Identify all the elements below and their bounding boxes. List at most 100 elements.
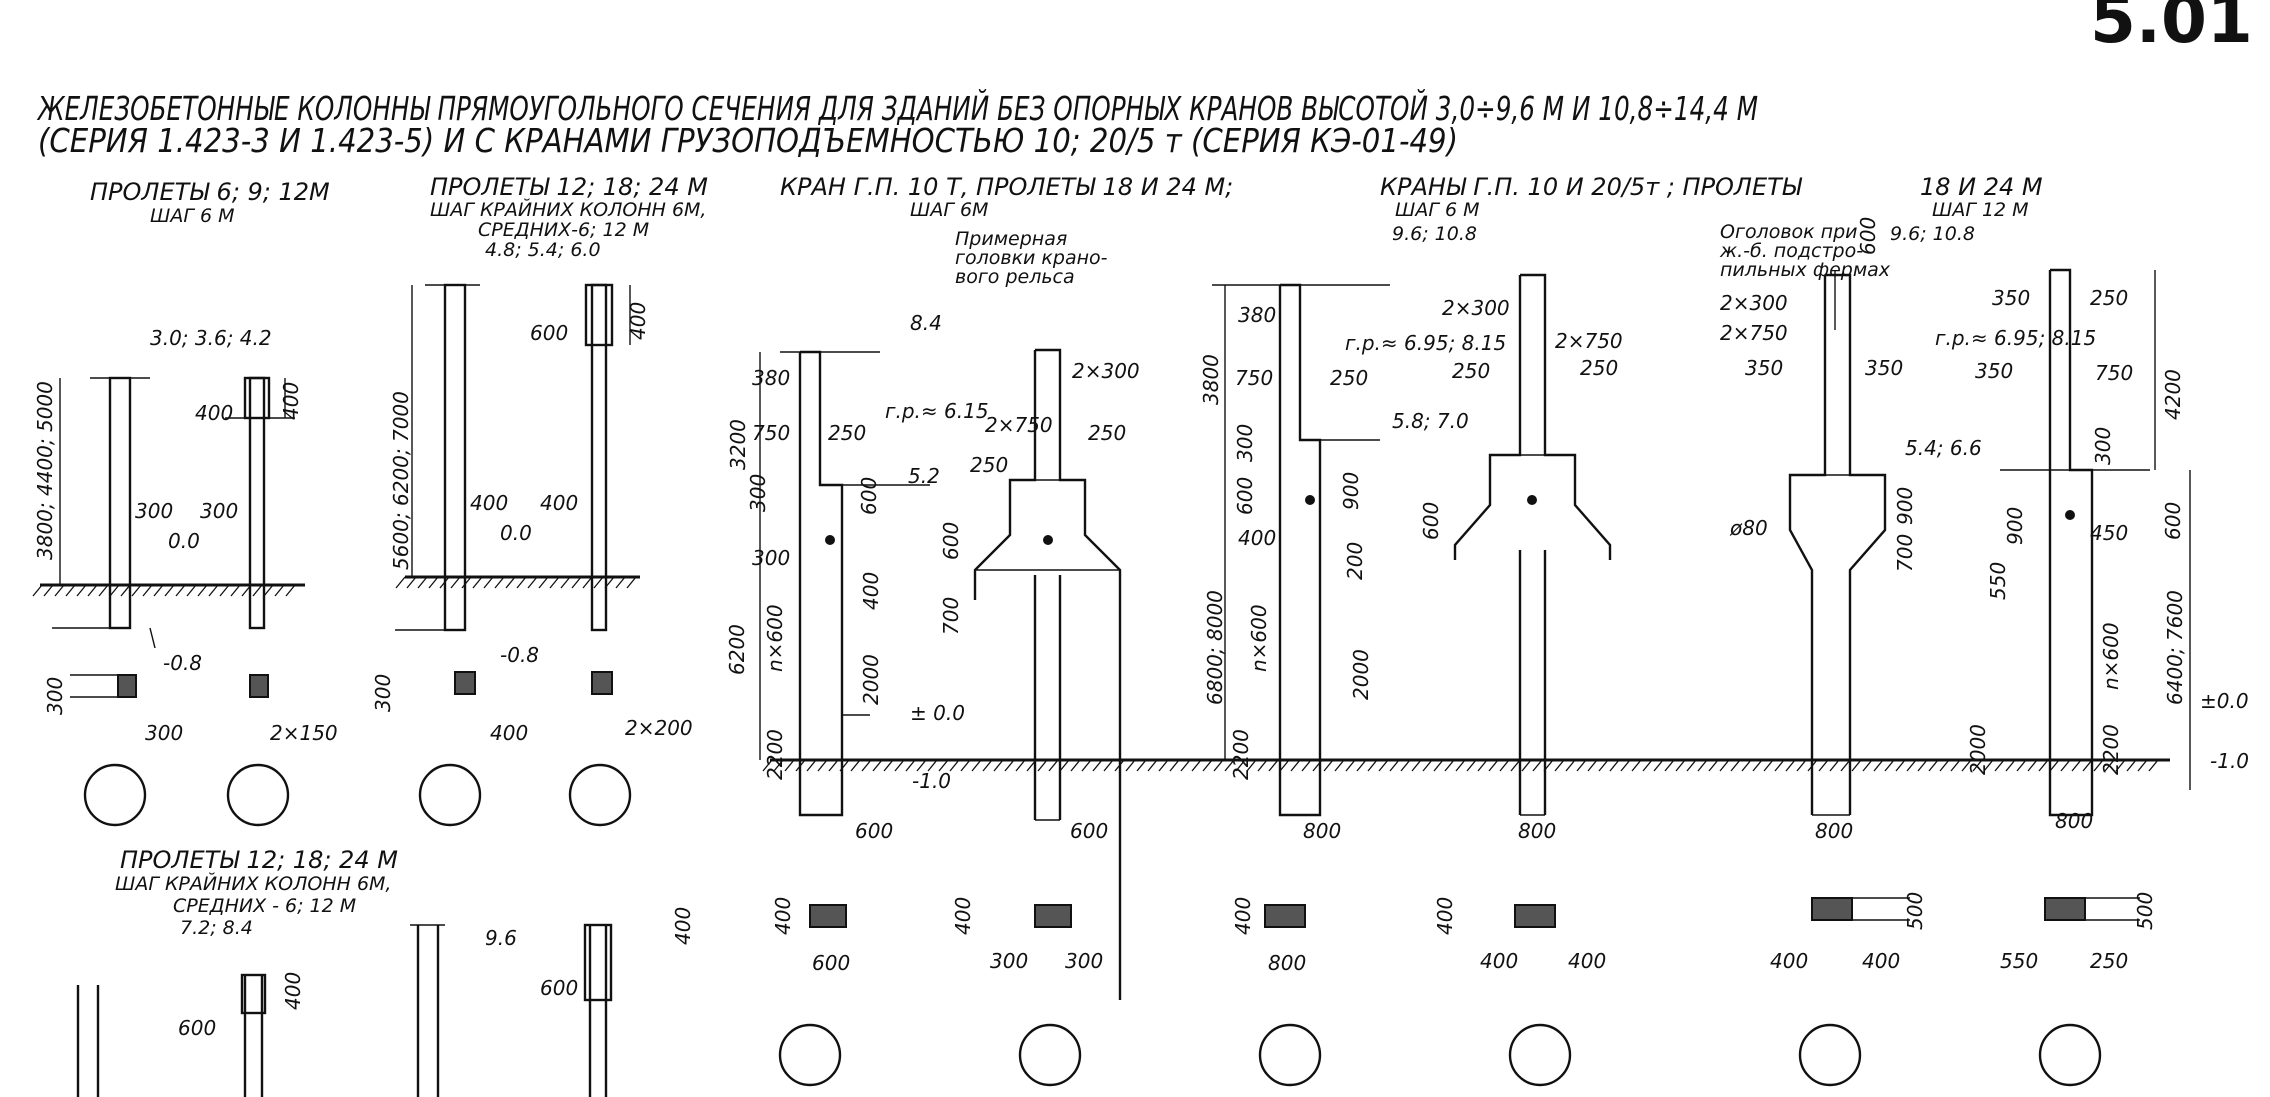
dim-k6-250: 250 [2090,286,2128,310]
dim-k6-pm: ±0.0 [2200,689,2249,713]
mark-circle-2 [226,763,290,827]
group3-note1: Примерная [955,228,1067,250]
dim-k6-300: 300 [2091,427,2115,465]
dim-k6-750: 750 [2095,361,2133,385]
dim-minus08b: -0.8 [500,643,539,667]
group5-note2: ж.-б. подстро- [1719,240,1863,262]
dim-k5-2x300: 2×300 [1720,291,1788,315]
title-line-1: ЖЕЛЕЗОБЕТОННЫЕ КОЛОННЫ ПРЯМОУГОЛЬНОГО СЕ… [37,88,1758,128]
dim-k2-sec-a: 300 [990,949,1028,973]
group2-sub2: СРЕДНИХ-6; 12 М [478,219,649,241]
dim-k5-2x750: 2×750 [1720,321,1788,345]
dim-k4-sec-b: 400 [1568,949,1606,973]
group4-title: КРАНЫ Г.П. 10 И 20/5т ; ПРОЛЕТЫ [1380,173,1803,201]
crane-column-1 [759,350,930,817]
dim-k3-nx600: n×600 [1247,604,1271,672]
dim-k4-sec-a: 400 [1480,949,1518,973]
dim-k2-600: 600 [939,522,963,560]
dim-k3-sec-w: 800 [1268,951,1306,975]
group5-sub: ШАГ 12 М [1932,199,2029,221]
group5-note3: пильных фермах [1720,259,1891,281]
dim-k3-6800: 6800; 8000 [1203,590,1227,705]
dim-k3-600: 600 [1233,477,1257,515]
dim-k6-2200: 2200 [2099,724,2123,775]
title-line-2: (СЕРИЯ 1.423-3 И 1.423-5) И С КРАНАМИ ГР… [38,121,1458,160]
dim-c4-cap: 400 [626,302,650,340]
mark-circle-3 [418,763,482,827]
dim-k4-250b: 250 [1580,356,1618,380]
dim-k3-bot: 800 [1303,819,1341,843]
dim-k1-400: 400 [859,572,883,610]
dim-b-600b: 600 [540,976,578,1000]
group5-elev: 9.6; 10.8 [1890,223,1975,245]
group1-title: ПРОЛЕТЫ 6; 9; 12М [90,178,330,206]
crane-column-5 [1788,270,1887,816]
sheet-number: 5.01 [2090,0,2253,58]
dim-k5-bot: 800 [1815,819,1853,843]
dim-b-600: 600 [178,1016,216,1040]
column-3 [395,283,480,632]
dim-k1-250: 250 [828,421,866,445]
dim-s300-v: 300 [43,677,67,715]
group5-title: 18 И 24 М [1920,173,2043,201]
column-4 [584,283,631,632]
dim-k6-nx600: n×600 [2099,622,2123,690]
dim-k3-250: 250 [1330,366,1368,390]
section-k6 [2044,897,2140,921]
dim-k3-2000: 2000 [1349,649,1373,700]
dim-s2x150: 2×150 [270,721,338,745]
dim-zero: 0.0 [168,529,200,553]
dim-k3-200: 200 [1343,542,1367,580]
mark-circle-7 [1258,1023,1322,1087]
dim-k3-750: 750 [1235,366,1273,390]
dim-k5-700: 700 [1893,534,1917,572]
dim-k5-phi: ø80 [1729,516,1768,540]
dim-k1-m10: -1.0 [912,769,951,793]
dim-k5-sec-b: 400 [1862,949,1900,973]
crane-column-3 [1212,283,1390,817]
dim-k4-2x750: 2×750 [1555,329,1623,353]
dim-k1-bot: 600 [855,819,893,843]
dim-k1-sec-w: 600 [812,951,850,975]
dim-k3-sec-h: 400 [1231,897,1255,935]
section-k1 [809,904,847,928]
dim-k2-2x300: 2×300 [1072,359,1140,383]
dim-k5-350b: 350 [1865,356,1903,380]
group5-note1: Оголовок при [1720,221,1858,243]
dim-k6-sec-b: 250 [2090,949,2128,973]
dim-k4-600: 600 [1419,502,1443,540]
mark-circle-6 [1018,1023,1082,1087]
dim-b-96: 9.6 [485,926,517,950]
mark-circle-9 [1798,1023,1862,1087]
section-k4 [1514,904,1556,928]
group3-sub: ШАГ 6М [910,199,988,221]
dim-k5-54: 5.4; 6.6 [1905,436,1982,460]
dim-s2x200: 2×200 [625,716,693,740]
dim-k6-6400: 6400; 7600 [2163,590,2187,705]
dim-c3-width: 400 [470,491,508,515]
dim-k6-600: 600 [2161,502,2185,540]
dim-c2-cap: 400 [279,382,303,420]
dim-k4-sec-h: 400 [1433,897,1457,935]
dim-k1-300b: 300 [752,546,790,570]
dim-k5-2000: 2000 [1966,724,1990,775]
mark-circle-5 [778,1023,842,1087]
dim-k5-900: 900 [1893,487,1917,525]
dim-k6-450: 450 [2090,521,2128,545]
dim-c1-top: 3.0; 3.6; 4.2 [150,326,272,350]
dim-k6-sec-a: 550 [2000,949,2038,973]
dim-c1-height: 3800; 4400; 5000 [33,381,57,560]
dim-k2-250b: 250 [1088,421,1126,445]
dim-k1-nx600: n×600 [763,604,787,672]
dim-k3-58: 5.8; 7.0 [1392,409,1469,433]
dim-k2-bot: 600 [1070,819,1108,843]
dim-b-400: 400 [281,972,305,1010]
dim-minus08: -0.8 [163,651,202,675]
dim-k6-350b: 350 [1975,359,2013,383]
dim-k6-m10: -1.0 [2210,749,2249,773]
dim-k2-sec-h: 400 [951,897,975,935]
dim-k3-2200: 2200 [1229,729,1253,780]
dim-k2-2x750: 2×750 [985,413,1053,437]
group6-title: ПРОЛЕТЫ 12; 18; 24 М [120,846,398,874]
section-c2 [249,674,269,698]
